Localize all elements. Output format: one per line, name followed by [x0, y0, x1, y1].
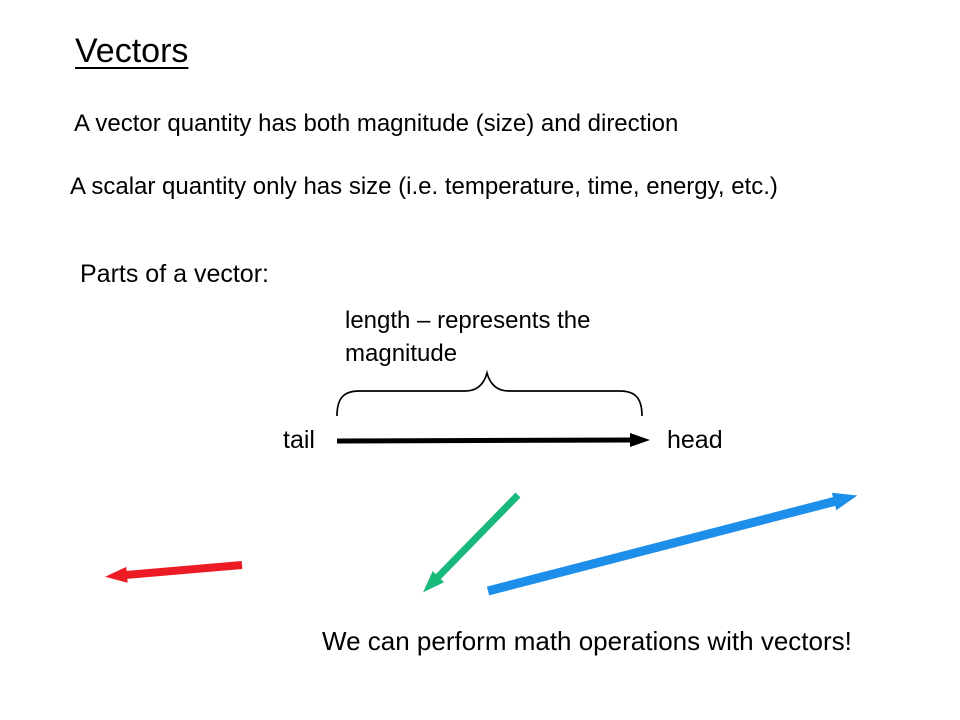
length-caption: length – represents the magnitude: [345, 307, 591, 367]
slide-title: Vectors: [75, 32, 189, 70]
length-brace: [336, 369, 643, 417]
blue-vector-arrow: [486, 492, 858, 596]
scalar-definition-text: A scalar quantity only has size (i.e. te…: [70, 173, 778, 200]
tail-label: tail: [283, 426, 315, 454]
green-vector-arrow: [423, 492, 521, 593]
parts-heading: Parts of a vector:: [80, 260, 269, 288]
red-vector-arrow: [105, 561, 243, 583]
vector-definition-text: A vector quantity has both magnitude (si…: [74, 110, 679, 137]
base-vector-arrow: [336, 433, 650, 448]
closing-text: We can perform math operations with vect…: [322, 626, 852, 656]
head-label: head: [667, 426, 723, 454]
